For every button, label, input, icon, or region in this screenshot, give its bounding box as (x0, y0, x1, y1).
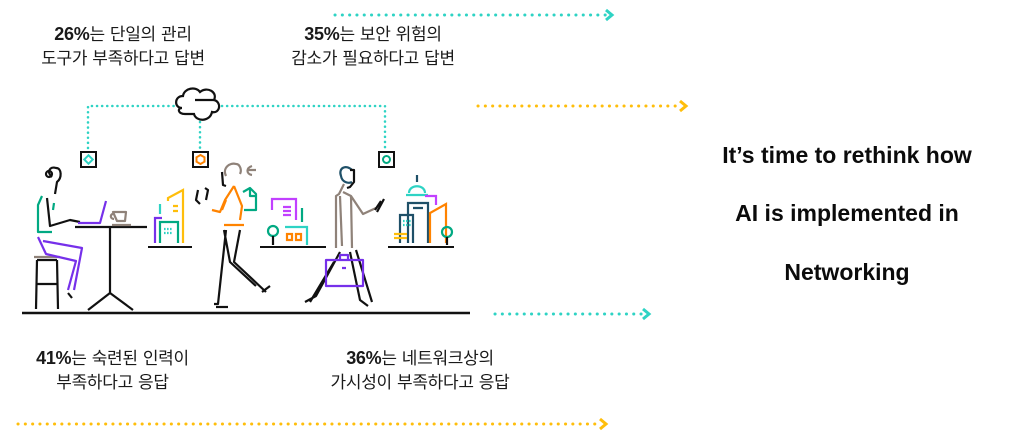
dotted-arrow-bottom-yellow (16, 417, 609, 431)
stat-text: 도구가 부족하다고 답변 (41, 49, 205, 69)
stat-security-risk: 35%는 보안 위험의 감소가 필요하다고 답변 (258, 22, 488, 71)
stat-network-visibility: 36%는 네트워크상의 가시성이 부족하다고 응답 (295, 346, 545, 395)
stat-text: 는 보안 위험의 (339, 25, 442, 45)
dotted-arrow-mid-yellow (476, 99, 689, 113)
stat-skilled-staff: 41%는 숙련된 인력이 부족하다고 응답 (10, 346, 215, 395)
stat-text: 는 숙련된 인력이 (71, 349, 189, 369)
city-skyline-icon (394, 175, 454, 245)
stat-percent: 36% (346, 348, 382, 368)
stat-text: 가시성이 부족하다고 응답 (330, 373, 510, 393)
walking-person-with-phone (194, 162, 271, 309)
stat-single-management-tool: 26%는 단일의 관리 도구가 부족하다고 답변 (18, 22, 228, 71)
stat-text: 부족하다고 응답 (56, 373, 169, 393)
stat-text: 는 단일의 관리 (89, 25, 192, 45)
network-connectors (86, 104, 387, 150)
stat-percent: 26% (54, 24, 90, 44)
stat-percent: 35% (304, 24, 340, 44)
dotted-arrow-lower-teal (493, 307, 652, 321)
circle-device-icon (378, 151, 395, 168)
factory-building-icon (266, 197, 309, 245)
walking-person-with-briefcase (304, 166, 385, 307)
headline-line: AI is implemented in (735, 200, 959, 226)
headline-line: Networking (784, 259, 910, 285)
hexagon-device-icon (192, 151, 209, 168)
seated-person-with-laptop (34, 166, 147, 311)
office-building-icon (153, 188, 185, 243)
dotted-arrow-top-teal (333, 8, 615, 22)
headline-line: It’s time to rethink how (722, 142, 972, 168)
stat-percent: 41% (36, 348, 72, 368)
stat-text: 감소가 필요하다고 답변 (291, 49, 455, 69)
diamond-device-icon (80, 151, 97, 168)
stat-text: 는 네트워크상의 (381, 349, 494, 369)
cloud-icon (175, 87, 221, 121)
